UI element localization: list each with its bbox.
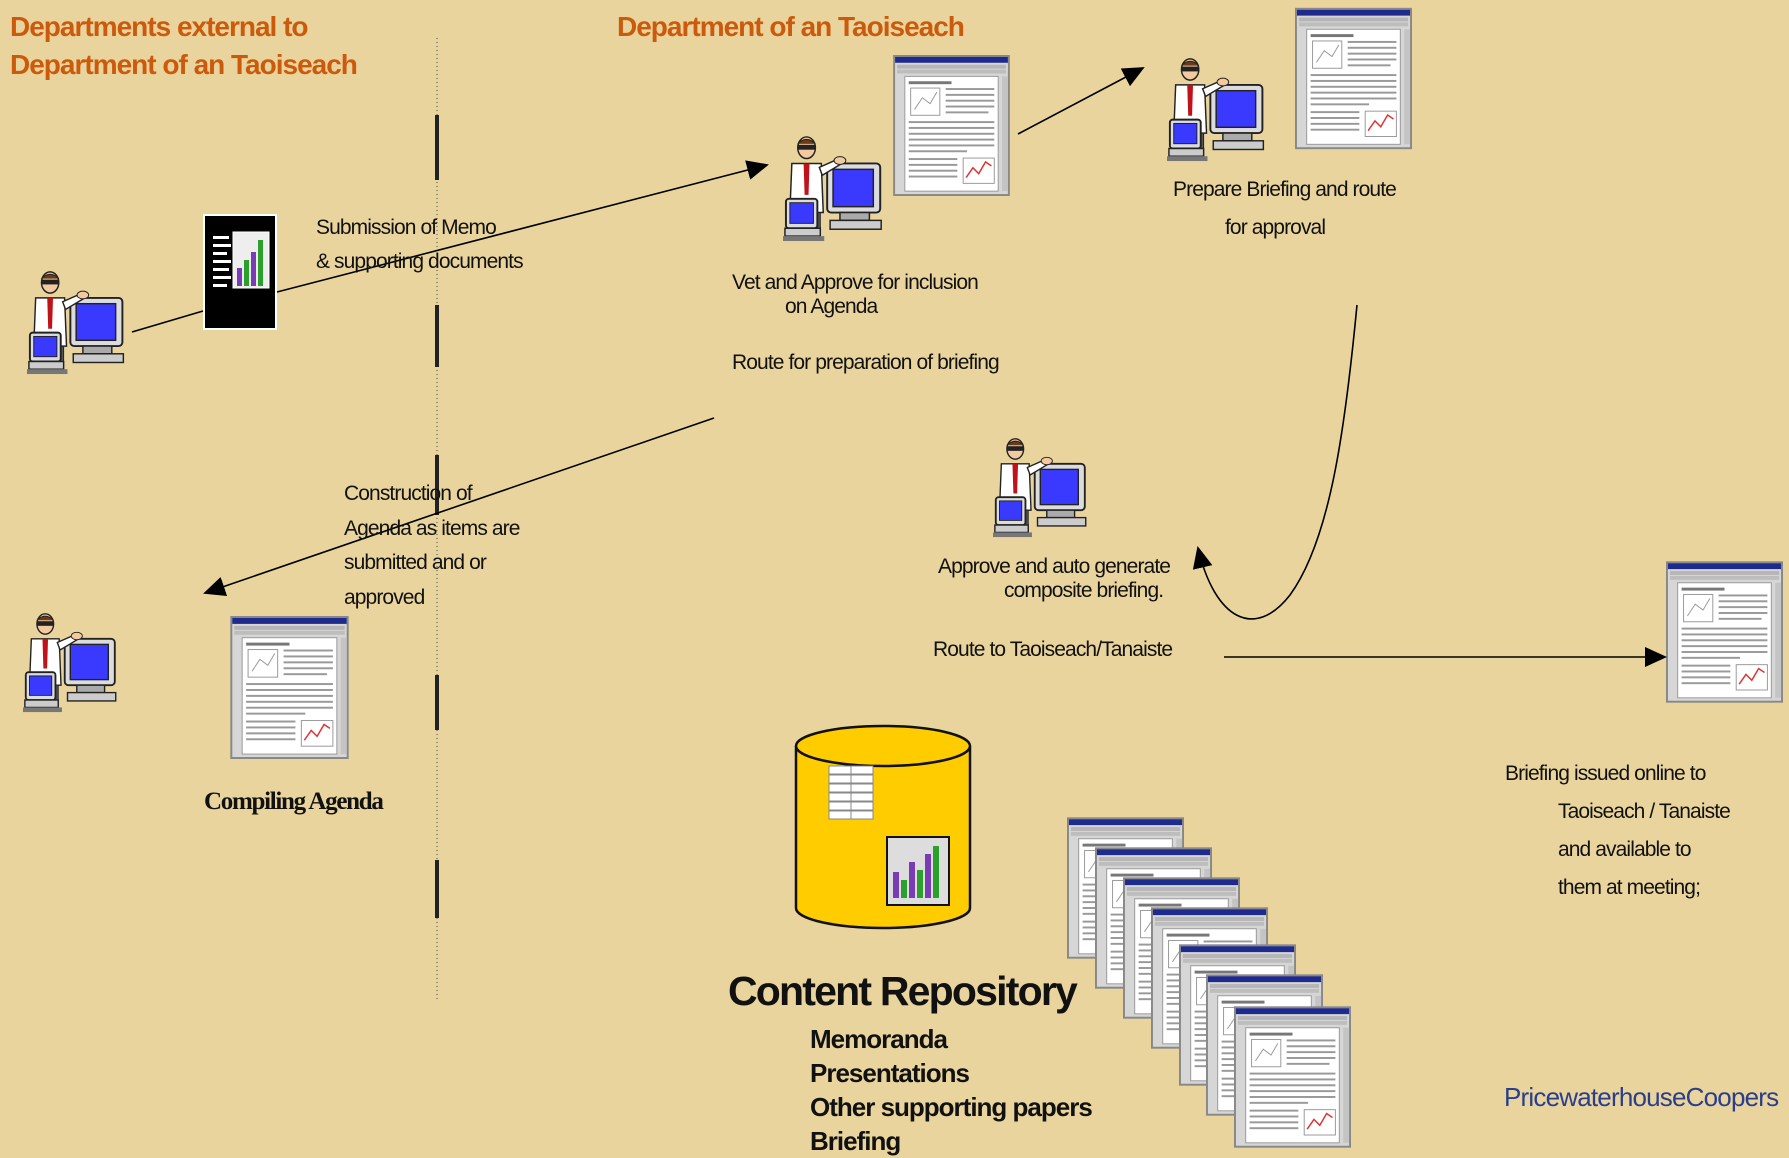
route-to-briefing-arrow xyxy=(1017,67,1145,135)
label-line: Submission of Memo xyxy=(316,216,497,239)
route-taoiseach-label: Route to Taoiseach/Tanaiste xyxy=(933,638,1173,661)
heading-line: Department of an Taoiseach xyxy=(10,48,358,80)
label-line: Agenda as items are xyxy=(344,516,520,540)
compiling-agenda-label: Compiling Agenda xyxy=(204,788,384,815)
content-repository-title: Content Repository xyxy=(728,968,1078,1014)
heading-line: Departments external to xyxy=(10,11,309,42)
submission-arrow xyxy=(276,160,769,293)
external-departments-heading: Departments external to Department of an… xyxy=(10,8,358,84)
agenda-construction-arrow xyxy=(203,417,715,596)
label-line: on Agenda xyxy=(785,295,878,318)
approve-generate-label: Approve and auto generate composite brie… xyxy=(938,555,1171,603)
brand-logo-text: PricewaterhouseCoopers xyxy=(1504,1082,1779,1112)
content-repository-database-icon xyxy=(794,724,972,930)
taoiseach-department-heading: Department of an Taoiseach xyxy=(617,11,965,42)
agenda-construction-label: Construction of Agenda as items are subm… xyxy=(344,477,520,615)
connector-line xyxy=(131,310,204,333)
label-line: Prepare Briefing and route xyxy=(1173,178,1397,201)
vet-approve-label: Vet and Approve for inclusion on Agenda xyxy=(732,271,979,319)
label-line: submitted and or xyxy=(344,551,487,574)
prepare-briefing-label: Prepare Briefing and route for approval xyxy=(1173,171,1397,247)
label-line: Vet and Approve for inclusion xyxy=(732,271,979,294)
label-line: composite briefing. xyxy=(1004,579,1164,602)
repository-item: Presentations xyxy=(810,1058,970,1088)
approval-return-arrow xyxy=(1192,304,1358,620)
label-line: for approval xyxy=(1225,216,1326,239)
repository-item: Briefing xyxy=(810,1126,901,1156)
label-line: Briefing issued online to xyxy=(1505,762,1706,785)
label-line: & supporting documents xyxy=(316,250,524,273)
label-line: Construction of xyxy=(344,482,473,505)
route-preparation-label: Route for preparation of briefing xyxy=(732,351,1000,374)
label-line: and available to xyxy=(1558,838,1692,861)
repository-item: Other supporting papers xyxy=(810,1092,1093,1122)
label-line: approved xyxy=(344,585,425,609)
repository-item: Memoranda xyxy=(810,1024,948,1054)
label-line: Taoiseach / Tanaiste xyxy=(1558,800,1731,823)
submission-label: Submission of Memo & supporting document… xyxy=(316,211,524,279)
repository-items: Memoranda Presentations Other supporting… xyxy=(810,1022,1093,1158)
label-line: Approve and auto generate xyxy=(938,555,1171,578)
label-line: them at meeting; xyxy=(1558,876,1701,899)
briefing-issued-label: Briefing issued online to Taoiseach / Ta… xyxy=(1505,755,1731,907)
